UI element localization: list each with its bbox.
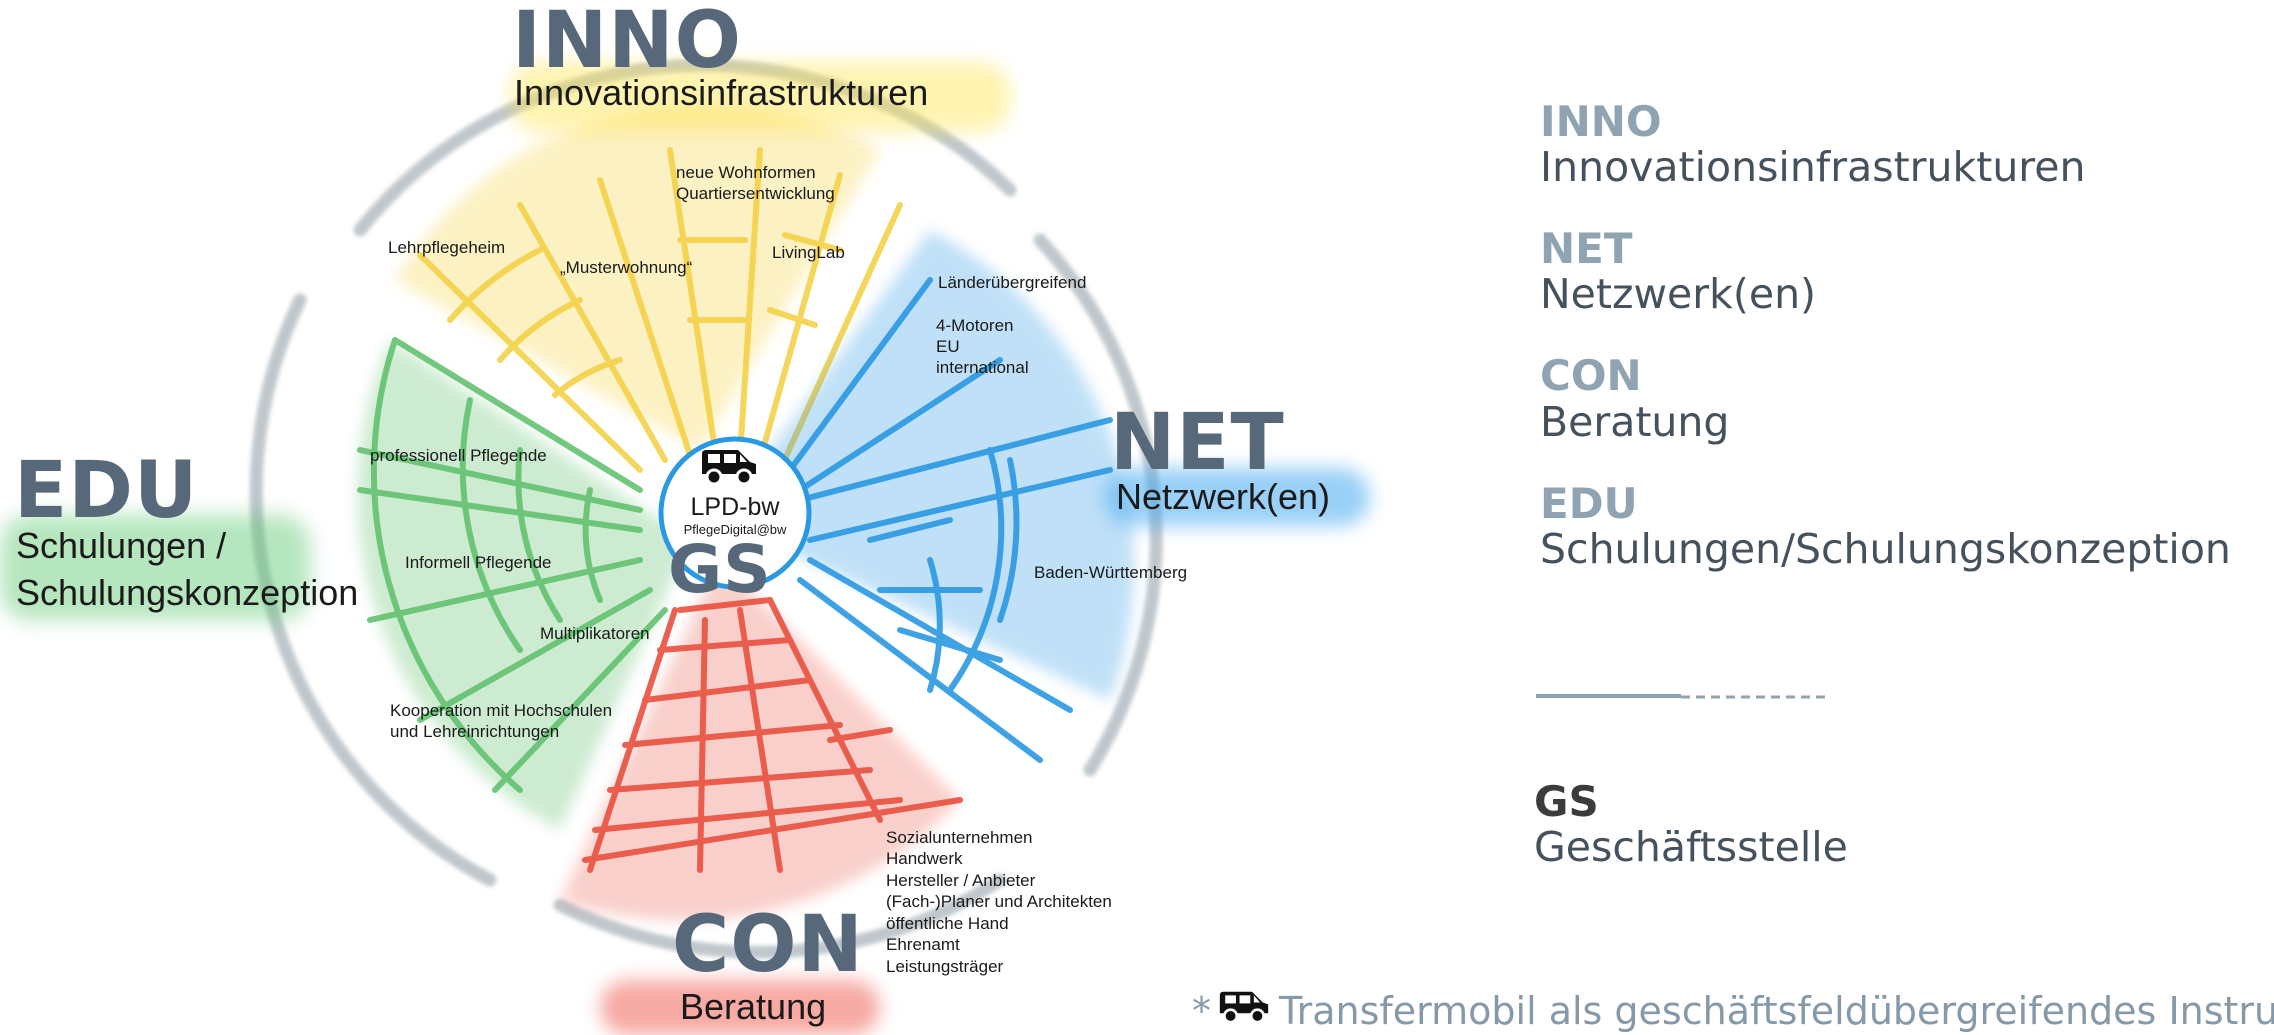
- footnote-text: Transfermobil als geschäftsfeldübergreif…: [1279, 990, 2274, 1033]
- footnote-asterisk: *: [1192, 990, 1211, 1033]
- inno-item: LivingLab: [772, 243, 845, 262]
- net-item: Länderübergreifend: [938, 273, 1087, 292]
- gs-code: GS: [668, 531, 772, 608]
- legend-name: Innovationsinfrastrukturen: [1540, 143, 2086, 192]
- edu-item: professionell Pflegende: [370, 446, 547, 465]
- legend-item-gs: GS Geschäftsstelle: [1534, 777, 1848, 872]
- edu-item: und Lehreinrichtungen: [390, 722, 560, 741]
- center-circle: [658, 436, 812, 590]
- legend-name: Netzwerk(en): [1540, 270, 1817, 319]
- net-item: 4-Motoren: [936, 316, 1014, 335]
- edu-sector: [357, 337, 690, 830]
- legend-item-con: CON Beratung: [1540, 354, 2260, 445]
- net-name: Netzwerk(en): [1116, 476, 1331, 517]
- con-item: (Fach-)Planer und Architekten: [886, 892, 1112, 911]
- center-subtitle: PflegeDigital@bw: [683, 522, 787, 537]
- con-code: CON: [672, 900, 864, 990]
- con-item: Hersteller / Anbieter: [886, 871, 1036, 890]
- inno-name: Innovationsinfrastrukturen: [514, 72, 929, 113]
- legend-item-edu: EDU Schulungen/Schulungskonzeption: [1540, 478, 2260, 573]
- edu-item: Informell Pflegende: [405, 553, 552, 572]
- legend-code: GS: [1534, 777, 1599, 826]
- net-highlight: [1105, 468, 1370, 526]
- net-item: Baden-Württemberg: [1034, 563, 1188, 582]
- legend-code: EDU: [1540, 478, 1638, 528]
- inno-item: Lehrpflegeheim: [388, 238, 506, 257]
- net-item: EU: [936, 337, 960, 356]
- legend-code: CON: [1540, 351, 1642, 401]
- inno-highlight: [510, 62, 1010, 132]
- edu-item: Kooperation mit Hochschulen: [390, 701, 613, 720]
- legend-name: Beratung: [1540, 397, 1730, 446]
- con-item: Leistungsträger: [886, 957, 1004, 976]
- legend-name: Schulungen/Schulungskonzeption: [1540, 524, 2231, 573]
- legend-name: Geschäftsstelle: [1534, 823, 1848, 872]
- con-sector: [560, 560, 963, 921]
- footnote: * Transfermobil als geschäftsfeldübergrei…: [1192, 990, 2274, 1033]
- car-icon: [1217, 990, 1271, 1033]
- edu-code: EDU: [14, 446, 199, 536]
- legend-code: INNO: [1540, 97, 1662, 146]
- net-item: international: [936, 358, 1029, 377]
- con-item: Handwerk: [886, 849, 963, 868]
- legend-item-net: NET Netzwerk(en): [1540, 227, 2260, 318]
- edu-name-line2: Schulungskonzeption: [16, 572, 359, 613]
- car-icon: [700, 448, 758, 491]
- wheel-graphic: [249, 58, 1163, 959]
- con-item: Ehrenamt: [886, 935, 960, 954]
- center-title: LPD-bw: [690, 493, 780, 521]
- inno-item: Quartiersentwicklung: [676, 184, 835, 203]
- edu-highlight: [0, 515, 310, 620]
- con-highlight: [600, 980, 880, 1035]
- inno-sector: [395, 104, 903, 473]
- con-item: Sozialunternehmen: [886, 828, 1033, 847]
- legend-separator: [1536, 694, 1826, 699]
- con-name: Beratung: [680, 986, 827, 1027]
- net-code: NET: [1110, 398, 1285, 488]
- inno-item: „Musterwohnung“: [560, 258, 693, 277]
- edu-item: Multiplikatoren: [540, 624, 650, 643]
- lpd-wheel-diagram: LPD-bw PflegeDigital@bw GS INNO Innovati…: [0, 0, 1370, 1035]
- con-item: öffentliche Hand: [886, 914, 1009, 933]
- inno-code: INNO: [512, 0, 742, 86]
- outer-ring: [249, 58, 1163, 959]
- legend: INNO Innovationsinfrastrukturen NET Netz…: [1540, 97, 2260, 609]
- edu-name-line1: Schulungen /: [16, 525, 227, 566]
- legend-code: NET: [1540, 224, 1633, 274]
- legend-item-inno: INNO Innovationsinfrastrukturen: [1540, 97, 2260, 192]
- net-sector: [720, 230, 1135, 763]
- inno-item: neue Wohnformen: [676, 163, 816, 182]
